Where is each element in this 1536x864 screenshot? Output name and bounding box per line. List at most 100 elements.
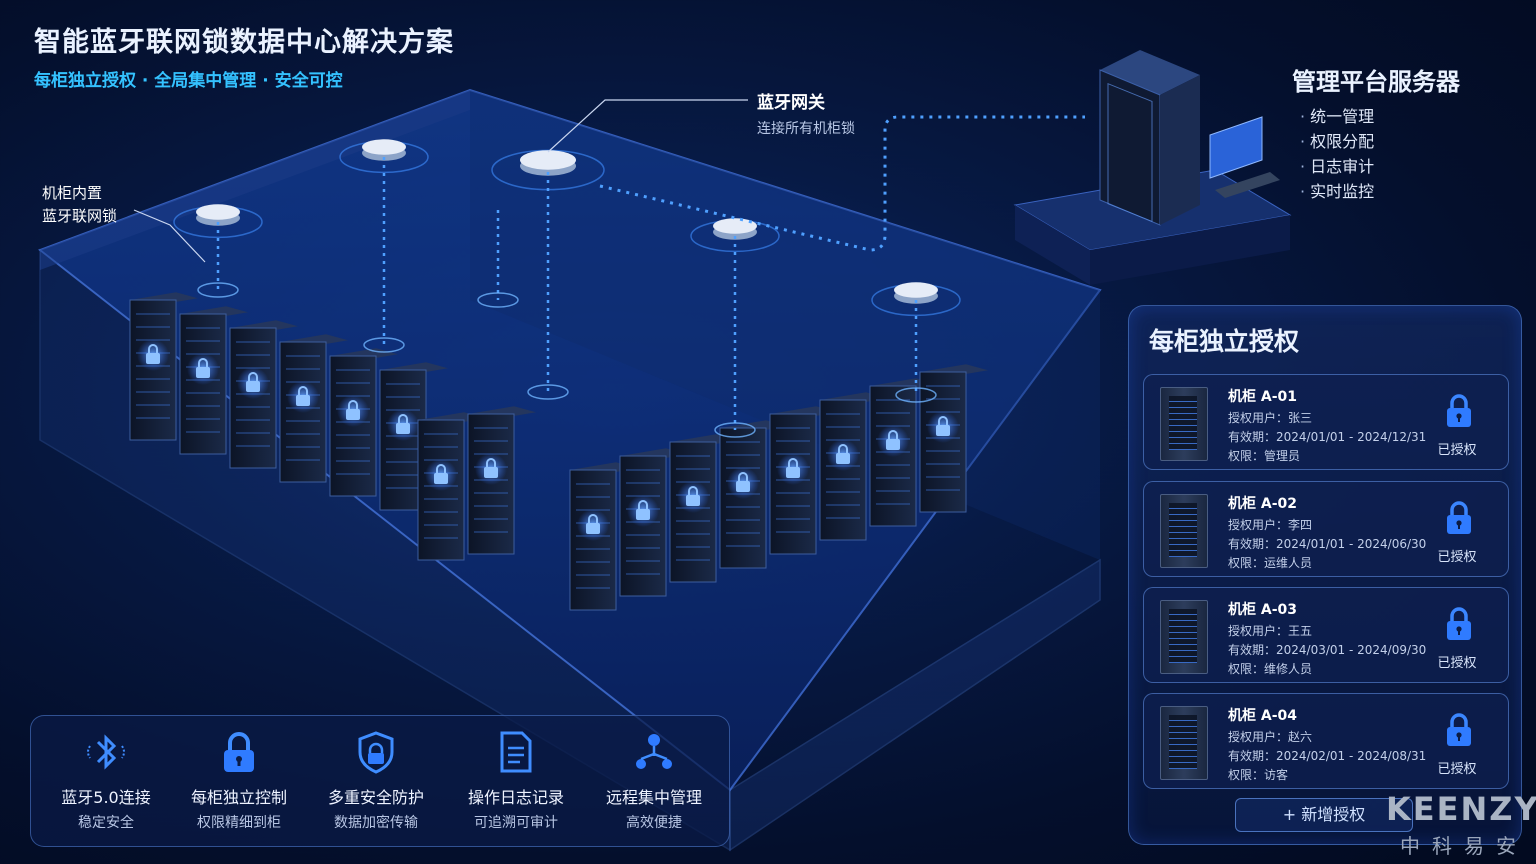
cabinet-validity: 有效期：2024/01/01 - 2024/06/30 (1228, 537, 1427, 551)
server-feature-item: 实时监控 (1300, 179, 1374, 204)
rack-lock-icon (196, 367, 210, 378)
cabinet-info: 授权用户：赵六 有效期：2024/02/01 - 2024/08/31 权限：访… (1228, 728, 1426, 785)
rack-lock-shackle (888, 430, 898, 439)
shield-icon (358, 731, 394, 774)
rack-lock-icon (786, 467, 800, 478)
cabinet-user: 授权用户：王五 (1228, 624, 1313, 638)
cabinet-role: 权限：管理员 (1228, 449, 1301, 463)
feature-shield: 多重安全防护 数据加密传输 (311, 730, 441, 832)
rack-lock-icon (586, 523, 600, 534)
feature-log: 操作日志记录 可追溯可审计 (451, 730, 581, 832)
rack-lock-shackle (486, 458, 496, 467)
feature-desc: 权限精细到柜 (197, 815, 281, 831)
authorization-panel-title: 每柜独立授权 (1149, 327, 1300, 356)
rack-lock-icon (434, 473, 448, 484)
rack-lock-icon (686, 495, 700, 506)
cabinet-card-a02[interactable]: 机柜 A-02 授权用户：李四 有效期：2024/01/01 - 2024/06… (1143, 481, 1509, 577)
feature-desc: 稳定安全 (78, 815, 134, 831)
feature-title: 每柜独立控制 (190, 788, 287, 807)
cabinet-validity: 有效期：2024/02/01 - 2024/08/31 (1228, 749, 1427, 763)
authorization-status: 已授权 (1437, 550, 1477, 565)
rack-lock-shackle (398, 414, 408, 423)
cabinet-name: 机柜 A-04 (1228, 708, 1298, 724)
rack-lock-shackle (436, 464, 446, 473)
rack-lock-shackle (588, 514, 598, 523)
authorization-status: 已授权 (1437, 656, 1477, 671)
rack-lock-icon (936, 425, 950, 436)
rack-lock-shackle (688, 486, 698, 495)
authorization-status: 已授权 (1437, 762, 1477, 777)
rack-lock-icon (484, 467, 498, 478)
signal-ripple (714, 422, 756, 438)
rack-lock-shackle (198, 358, 208, 367)
rack-lock-shackle (738, 472, 748, 481)
cabinet-role: 权限：运维人员 (1228, 556, 1313, 570)
rack-lock-icon (146, 353, 160, 364)
rack-lock-icon (396, 423, 410, 434)
lock-icon (224, 732, 254, 772)
page-title: 智能蓝牙联网锁数据中心解决方案 (34, 27, 454, 58)
rack-lock-shackle (148, 344, 158, 353)
add-authorization-button[interactable]: + 新增授权 (1235, 798, 1413, 832)
signal-ripple (197, 282, 239, 298)
gateway-label: 蓝牙网关 (757, 93, 825, 113)
cabinet-role: 权限：访客 (1228, 768, 1289, 782)
feature-desc: 高效便捷 (626, 815, 682, 831)
cabinet-role: 权限：维修人员 (1228, 662, 1313, 676)
lock-icon (1447, 607, 1471, 640)
feature-remote: 远程集中管理 高效便捷 (589, 730, 719, 832)
rack-lock-icon (246, 381, 260, 392)
rack-lock-shackle (838, 444, 848, 453)
cabinet-lock-label-2: 蓝牙联网锁 (42, 207, 118, 225)
feature-title: 操作日志记录 (467, 788, 564, 807)
feature-lock: 每柜独立控制 权限精细到柜 (174, 730, 304, 832)
rack-lock-icon (636, 509, 650, 520)
rack-lock-icon (296, 395, 310, 406)
lock-icon (1447, 394, 1471, 427)
rack-lock-shackle (298, 386, 308, 395)
feature-title: 多重安全防护 (327, 788, 424, 807)
cabinet-card-a01[interactable]: 机柜 A-01 授权用户：张三 有效期：2024/01/01 - 2024/12… (1143, 374, 1509, 470)
signal-ripple (363, 337, 405, 353)
authorization-status: 已授权 (1437, 443, 1477, 458)
lock-icon (1447, 501, 1471, 534)
feature-title: 蓝牙5.0连接 (61, 788, 151, 807)
signal-ripple (477, 292, 519, 308)
cabinet-card-a03[interactable]: 机柜 A-03 授权用户：王五 有效期：2024/03/01 - 2024/09… (1143, 587, 1509, 683)
gateway-disc (713, 218, 757, 234)
gateway-disc (196, 204, 240, 220)
cabinet-info: 授权用户：王五 有效期：2024/03/01 - 2024/09/30 权限：维… (1228, 622, 1426, 679)
feature-bar: 蓝牙5.0连接 稳定安全 每柜独立控制 权限精细到柜 多重安全防护 数据加密传输… (30, 715, 730, 847)
rack-lock-shackle (788, 458, 798, 467)
cabinet-user: 授权用户：李四 (1228, 518, 1313, 532)
rack (329, 355, 377, 497)
feature-title: 远程集中管理 (605, 788, 702, 807)
feature-desc: 数据加密传输 (334, 815, 418, 831)
cabinet-name: 机柜 A-03 (1228, 602, 1298, 618)
server-feature-item: 权限分配 (1300, 129, 1374, 154)
server-feature-item: 统一管理 (1300, 104, 1374, 129)
rack-lock-shackle (248, 372, 258, 381)
document-icon (500, 731, 532, 773)
cabinet-lock-label-1: 机柜内置 (42, 184, 103, 202)
brand-logo-text: KEENZY (1386, 790, 1536, 828)
bluetooth-icon (87, 734, 125, 770)
cabinet-user: 授权用户：赵六 (1228, 730, 1313, 744)
feature-bluetooth: 蓝牙5.0连接 稳定安全 (41, 730, 171, 832)
lock-icon (1447, 713, 1471, 746)
cabinet-name: 机柜 A-01 (1228, 389, 1298, 405)
cabinet-info: 授权用户：李四 有效期：2024/01/01 - 2024/06/30 权限：运… (1228, 516, 1426, 573)
rack-lock-shackle (348, 400, 358, 409)
server-feature-item: 日志审计 (1300, 154, 1374, 179)
cabinet-validity: 有效期：2024/01/01 - 2024/12/31 (1228, 430, 1427, 444)
signal-ripple (527, 384, 569, 400)
rack-icon (1160, 706, 1208, 780)
cabinet-card-a04[interactable]: 机柜 A-04 授权用户：赵六 有效期：2024/02/01 - 2024/08… (1143, 693, 1509, 789)
feature-desc: 可追溯可审计 (474, 815, 558, 831)
gateway-disc (362, 139, 406, 155)
rack-icon (1160, 494, 1208, 568)
cabinet-info: 授权用户：张三 有效期：2024/01/01 - 2024/12/31 权限：管… (1228, 409, 1426, 466)
rack-lock-shackle (638, 500, 648, 509)
cabinet-validity: 有效期：2024/03/01 - 2024/09/30 (1228, 643, 1427, 657)
rack-lock-icon (346, 409, 360, 420)
